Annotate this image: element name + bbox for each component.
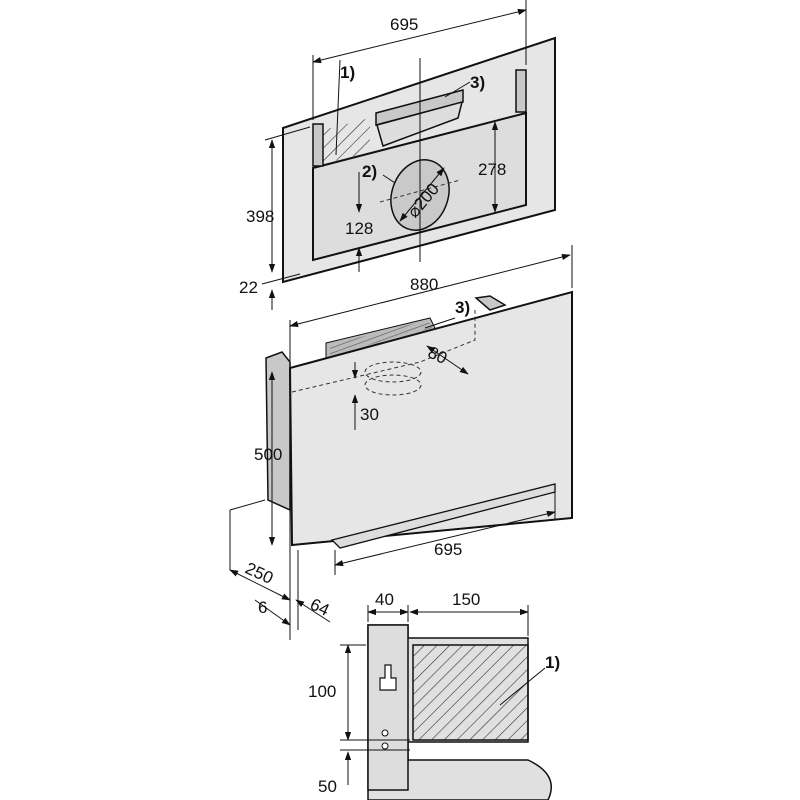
screw-hole: [381, 742, 389, 750]
height-100-label: 100: [308, 682, 336, 701]
leader-1: [335, 59, 341, 156]
screw-hole: [381, 729, 389, 737]
width-695-label: 695: [390, 15, 418, 34]
offset-30-label: 30: [360, 405, 379, 424]
cutout-278-label: 278: [478, 160, 506, 179]
callout-1-detail: 1): [545, 653, 560, 672]
left-bracket: [312, 123, 324, 167]
callout-1: 1): [340, 63, 355, 82]
right-bracket: [515, 69, 527, 113]
center-128-label: 128: [345, 219, 373, 238]
height-500-label: 500: [254, 445, 282, 464]
glass-6-label: 6: [258, 598, 267, 617]
offset-50-label: 50: [318, 777, 337, 796]
gap-64-label: 64: [307, 595, 332, 620]
callout-3: 3): [470, 73, 485, 92]
height-398-label: 398: [246, 207, 274, 226]
left-side-bracket: [265, 351, 291, 512]
callout-3-front: 3): [455, 298, 470, 317]
right-side-bracket: [474, 295, 507, 311]
depth-250-label: 250: [242, 559, 276, 588]
hatched-area: [323, 118, 370, 164]
mounting-bracket: [367, 624, 409, 791]
hood-perspective-view: 880 3) 80 30 500 695 250 6 64: [229, 245, 573, 640]
bracket-40-label: 40: [375, 590, 394, 609]
bracket-detail-view: 40 150 100 50 1): [308, 590, 560, 800]
hatched-cabinet: [412, 644, 529, 741]
width-880-label: 880: [410, 275, 438, 294]
offset-22-label: 22: [239, 278, 258, 297]
leader-1-detail: [499, 667, 546, 706]
cabinet-150-label: 150: [452, 590, 480, 609]
tray-width-695-label: 695: [434, 540, 462, 559]
callout-2: 2): [362, 162, 377, 181]
glass-panel: [288, 290, 573, 547]
keyhole-slot: [379, 664, 397, 691]
wall-mounting-view: 695 398 22 278 128 ⌀200 1) 2) 3): [239, 0, 556, 310]
